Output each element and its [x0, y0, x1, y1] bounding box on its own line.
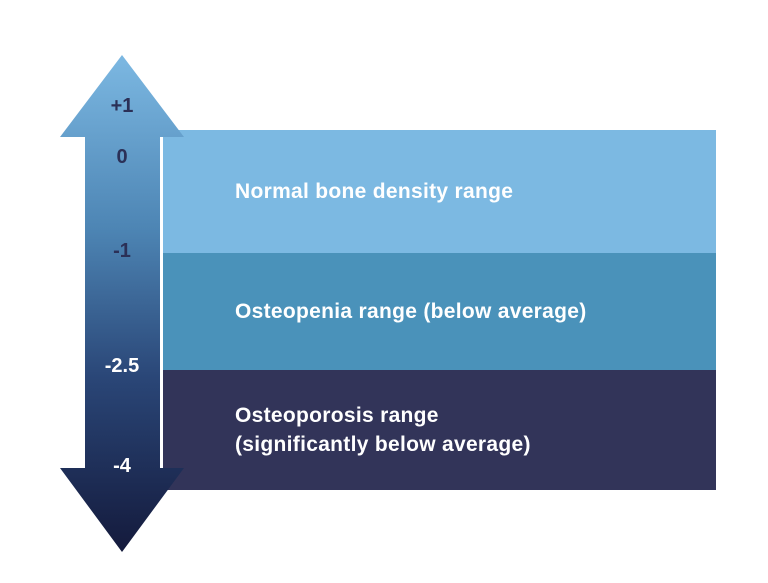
tick-zero: 0 — [116, 146, 128, 168]
band-osteopenia-label: Osteopenia range (below average) — [235, 300, 587, 323]
band-osteoporosis-range: Osteoporosis range (significantly below … — [163, 370, 716, 490]
band-osteoporosis-label-line1: Osteoporosis range — [235, 404, 439, 427]
tick-minus-1: -1 — [113, 240, 131, 262]
band-osteopenia-range: Osteopenia range (below average) — [163, 253, 716, 370]
band-osteoporosis-label: Osteoporosis range (significantly below … — [235, 401, 531, 459]
band-normal-range: Normal bone density range — [163, 130, 716, 253]
tick-minus-2-5: -2.5 — [104, 355, 140, 377]
band-normal-label: Normal bone density range — [235, 180, 514, 203]
tick-plus-1: +1 — [110, 95, 134, 117]
tick-minus-4: -4 — [113, 455, 131, 477]
band-osteoporosis-label-line2: (significantly below average) — [235, 433, 531, 456]
